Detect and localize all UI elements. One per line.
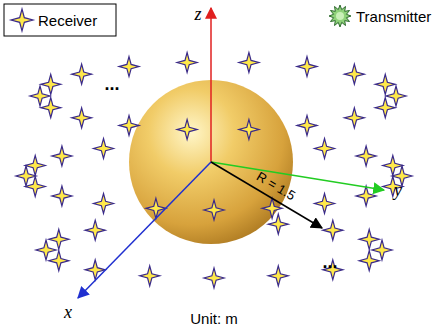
axis-label: x: [64, 302, 72, 323]
transmitter-core: [336, 12, 344, 20]
y-axis: [211, 162, 384, 190]
receiver-star: [359, 251, 379, 271]
receiver-star: [16, 166, 36, 186]
x-axis: [78, 162, 211, 298]
receiver-star: [315, 194, 335, 214]
receiver-star: [30, 86, 50, 106]
ellipsis: ...: [322, 252, 337, 273]
legend-label: Transmitter: [356, 8, 431, 25]
receiver-star: [375, 74, 395, 94]
receiver-star: [356, 146, 376, 166]
receiver-star: [93, 194, 113, 214]
receiver-star: [41, 98, 61, 118]
receiver-star: [375, 98, 395, 118]
receiver-star: [72, 108, 92, 128]
receiver-star: [297, 115, 317, 135]
receiver-star: [315, 138, 335, 158]
receiver-star: [72, 64, 92, 84]
receiver-star: [204, 200, 224, 220]
transmitter-icon: [329, 5, 351, 27]
receiver-star: [204, 268, 224, 288]
receiver-star: [119, 115, 139, 135]
receiver-star: [41, 74, 61, 94]
receiver-star: [49, 229, 69, 249]
receiver-star: [93, 138, 113, 158]
receiver-star: [177, 53, 197, 73]
ellipsis: ...: [104, 74, 119, 95]
receiver-star: [323, 220, 343, 240]
receiver-star: [36, 240, 56, 260]
legend-box: [4, 4, 116, 36]
unit-label: Unit: m: [190, 310, 238, 327]
receiver-star: [359, 229, 379, 249]
radius-arrow: [211, 162, 322, 228]
receiver-star: [177, 119, 197, 139]
receiver-star: [268, 266, 288, 286]
receiver-star: [297, 57, 317, 77]
axis-label: y: [394, 180, 402, 201]
receiver-star: [386, 86, 406, 106]
receiver-star: [85, 220, 105, 240]
receiver-icon: [11, 9, 33, 31]
receiver-star: [239, 119, 259, 139]
receiver-star: [344, 108, 364, 128]
receiver-star: [52, 146, 72, 166]
legend-label: Receiver: [38, 12, 97, 29]
receiver-star: [119, 57, 139, 77]
receiver-star: [140, 266, 160, 286]
receiver-star: [85, 260, 105, 280]
receiver-star: [344, 64, 364, 84]
receiver-star: [52, 186, 72, 206]
receiver-star: [146, 198, 166, 218]
z-axis: [210, 8, 212, 162]
receiver-star: [49, 251, 69, 271]
axis-label: z: [194, 4, 201, 25]
receiver-star: [262, 198, 282, 218]
receiver-star: [372, 240, 392, 260]
receiver-star: [239, 53, 259, 73]
